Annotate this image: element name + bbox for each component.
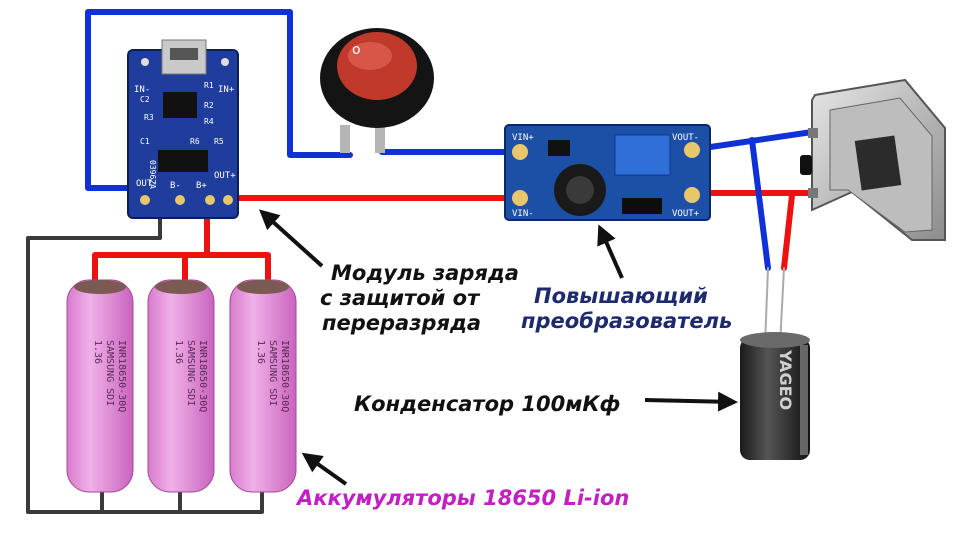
silk-r5: R5: [214, 137, 224, 146]
silk-r2: R2: [204, 101, 214, 110]
silk-vin-plus: VIN+: [512, 133, 534, 143]
label-boost-1: Повышающий: [534, 284, 708, 308]
wire-red-bat: [92, 195, 210, 288]
usb-a-socket-icon: [800, 78, 946, 241]
label-charge-module-1: Модуль заряда: [331, 261, 519, 285]
label-batteries: Аккумуляторы 18650 Li-ion: [295, 486, 629, 510]
rocker-switch-icon: o: [320, 28, 434, 153]
wire-red-bat-3: [204, 252, 271, 288]
protection-chip: [158, 150, 208, 172]
silk-out-minus: OUT-: [136, 179, 158, 189]
silk-vout-minus: VOUT-: [672, 133, 699, 143]
silk-b-plus: B+: [196, 181, 207, 191]
potentiometer: [614, 134, 671, 176]
wires: [26, 9, 815, 514]
switch-mark: o: [352, 42, 361, 58]
silk-in-plus: IN+: [218, 85, 235, 95]
label-charge-module-3: переразряда: [322, 311, 481, 335]
battery-cell: INR18650-30QSAMSUNG SDI1.36: [66, 279, 134, 493]
labels: Модуль заряда с защитой от переразряда П…: [295, 261, 732, 510]
boost-converter-board: VIN+ VIN- VOUT- VOUT+: [504, 124, 711, 221]
silk-chip: 03962A: [148, 160, 157, 189]
battery-cell: INR18650-30QSAMSUNG SDI1.36: [147, 279, 215, 493]
arrow-charge-module: [259, 209, 324, 268]
silk-c1: C1: [140, 137, 150, 146]
arrow-batteries: [301, 452, 348, 486]
label-boost-2: преобразователь: [521, 309, 732, 333]
silk-vout-plus: VOUT+: [672, 209, 700, 219]
battery-cell: INR18650-30QSAMSUNG SDI1.36: [229, 279, 297, 493]
silk-out-plus: OUT+: [214, 171, 236, 181]
cap-print: YAGEO: [776, 349, 795, 410]
charge-module-board: IN- IN+ OUT- B- B+ OUT+ R3 R5 R6 C1 C2 R…: [127, 39, 239, 219]
silk-vin-minus: VIN-: [512, 209, 534, 219]
silk-in-minus: IN-: [134, 85, 150, 95]
charge-chip: [163, 92, 197, 118]
label-capacitor: Конденсатор 100мКф: [354, 392, 620, 416]
cap-lead-1: [764, 267, 769, 346]
arrow-boost: [597, 224, 624, 279]
wire-ground: [26, 196, 264, 514]
electrolytic-capacitor-icon: YAGEO: [740, 332, 810, 460]
battery-print: INR18650-30QSAMSUNG SDI1.36: [255, 340, 290, 412]
silk-r6: R6: [190, 137, 200, 146]
silk-r1: R1: [204, 81, 214, 90]
arrow-capacitor: [644, 391, 738, 412]
battery-pack: INR18650-30QSAMSUNG SDI1.36 INR18650-30QS…: [66, 279, 297, 493]
wire-cap-red: [781, 192, 795, 271]
silk-b-minus: B-: [170, 181, 181, 191]
label-charge-module-2: с защитой от: [320, 286, 481, 310]
battery-print: INR18650-30QSAMSUNG SDI1.36: [173, 340, 208, 412]
silk-r3: R3: [144, 113, 154, 122]
silk-c2: C2: [140, 95, 150, 104]
wire-blue-to-switch: [85, 9, 353, 191]
pointer-arrows: [259, 209, 738, 486]
silk-r4: R4: [204, 117, 214, 126]
wire-cap-blue: [749, 137, 771, 271]
battery-print: INR18650-30QSAMSUNG SDI1.36: [92, 340, 127, 412]
